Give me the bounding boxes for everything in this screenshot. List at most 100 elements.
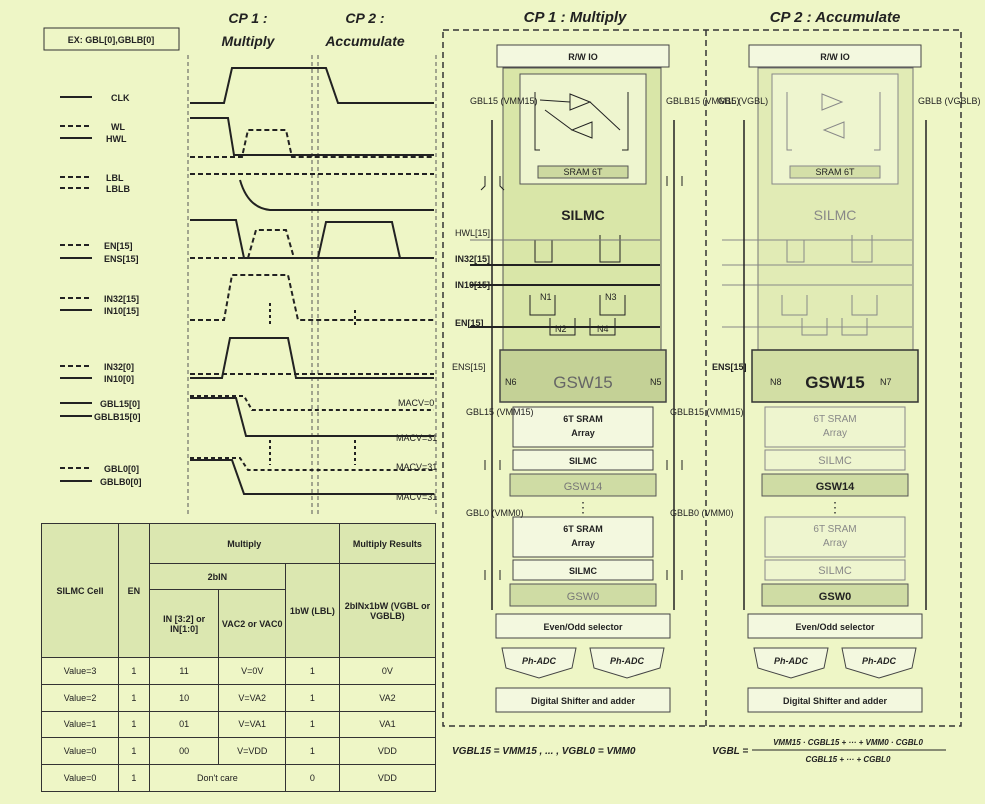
signal-gbl0: GBL0[0]: [104, 464, 139, 474]
row2-v: V=VA1: [218, 710, 286, 739]
cp2-sram-array-a1: 6T SRAM: [813, 414, 856, 425]
cp2-rwio: R/W IO: [820, 52, 850, 62]
cp1-n2: N2: [555, 324, 567, 334]
cp1-title: CP 1 : Multiply: [524, 9, 627, 26]
cp2-gsw14: GSW14: [816, 481, 855, 493]
row2-w: 1: [284, 710, 340, 739]
cp1-n5: N5: [650, 377, 662, 387]
row2-en: 1: [118, 710, 150, 739]
cp1-gbl0: GBL0 (VMM0): [466, 508, 524, 518]
cp2-title: CP 2 : Accumulate: [770, 9, 901, 26]
cp1-silmc: SILMC: [561, 207, 605, 223]
cp1-shifter: Digital Shifter and adder: [531, 696, 636, 706]
signal-lblb: LBLB: [106, 184, 130, 194]
waveforms: [190, 67, 434, 495]
cp1-en15: EN[15]: [455, 318, 484, 328]
cp1-sram-array-a2: Array: [571, 428, 595, 438]
cp2-silmc-0: SILMC: [818, 565, 852, 577]
row4-en: 1: [118, 764, 150, 792]
phase-dividers: [187, 55, 437, 515]
cp2-adc-right: Ph-ADC: [862, 656, 896, 666]
row3-out: VDD: [338, 737, 437, 766]
th-1bw: 1bW (LBL): [284, 563, 340, 658]
cp1-n6: N6: [505, 377, 517, 387]
signal-gbl15: GBL15[0]: [100, 399, 140, 409]
row1-out: VA2: [338, 683, 437, 712]
row2-in: 01: [148, 710, 220, 739]
cp1-sram-array-b2: Array: [571, 538, 595, 548]
cp1-n3: N3: [605, 292, 617, 302]
architecture-outline: [442, 29, 962, 727]
signal-gblb15: GBLB15[0]: [94, 412, 141, 422]
cp1-silmc-14: SILMC: [569, 456, 597, 466]
row1-en: 1: [118, 683, 150, 712]
cp1-gsw0: GSW0: [567, 591, 599, 603]
cp2-ens15: ENS[15]: [712, 362, 747, 372]
cp1-silmc-0: SILMC: [569, 566, 597, 576]
annotation-macv-31-b: MACV=31: [396, 462, 437, 472]
row4-out: VDD: [338, 764, 437, 792]
cp1-n1: N1: [540, 292, 552, 302]
cp1-gsw14: GSW14: [564, 481, 603, 493]
signal-legend-lines: [60, 96, 92, 482]
signal-in10-0: IN10[0]: [104, 374, 134, 384]
row0-in: 11: [148, 657, 220, 685]
row4-cell: Value=0: [40, 764, 120, 792]
signal-names: CLK WL HWL LBL LBLB EN[15] ENS[15] IN32[…: [94, 93, 142, 487]
cp1-adc-left: Ph-ADC: [522, 656, 556, 666]
cp1-gbl15: GBL15 (VMM15): [470, 96, 538, 106]
signal-in10-15: IN10[15]: [104, 306, 139, 316]
cp1-sram6t: SRAM 6T: [563, 167, 603, 177]
cp1-even-odd: Even/Odd selector: [543, 622, 623, 632]
row0-en: 1: [118, 657, 150, 685]
th-cell: SILMC Cell: [40, 523, 120, 658]
row1-in: 10: [148, 683, 220, 712]
row1-w: 1: [284, 683, 340, 712]
row3-in: 00: [148, 737, 220, 766]
row4-dont-care: Don't care: [148, 764, 286, 792]
cp1-gblb0: GBLB0 (VMM0): [670, 508, 734, 518]
row0-cell: Value=3: [40, 657, 120, 685]
cp1-gsw15: GSW15: [553, 373, 613, 392]
row0-v: V=0V: [218, 657, 286, 685]
cp2-adc-left: Ph-ADC: [774, 656, 808, 666]
signal-in32-15: IN32[15]: [104, 294, 139, 304]
signal-wl: WL: [111, 122, 125, 132]
formula-2-lhs: VGBL =: [712, 746, 748, 757]
cp2-gbl: GBL (VGBL): [718, 96, 768, 106]
cp2-sram-array-a2: Array: [823, 428, 847, 439]
cp1-hwl: HWL[15]: [455, 228, 490, 238]
cp2-n8: N8: [770, 377, 782, 387]
cp2-even-odd: Even/Odd selector: [795, 622, 875, 632]
cp2-sram6t: SRAM 6T: [815, 167, 855, 177]
cp1-gblb15: GBLB15 (VMM15): [666, 96, 740, 106]
cp2-label-line2: Accumulate: [324, 33, 405, 49]
signal-gblb0: GBLB0[0]: [100, 477, 142, 487]
svg-text:⋮: ⋮: [828, 499, 842, 515]
cp1-sram-array-b1: 6T SRAM: [563, 524, 603, 534]
formula-1: VGBL15 = VMM15 , ... , VGBL0 = VMM0: [452, 746, 636, 757]
cp1-gblb15-b: GBLB15 (VMM15): [670, 407, 744, 417]
signal-hwl: HWL: [106, 134, 127, 144]
cp2-silmc-14: SILMC: [818, 455, 852, 467]
silmc-table: SILMC Cell EN Multiply Multiply Results …: [40, 523, 437, 792]
cp1-in32: IN32[15]: [455, 254, 490, 264]
cp2-gsw0: GSW0: [819, 591, 851, 603]
row0-w: 1: [284, 657, 340, 685]
th-results: Multiply Results: [338, 523, 437, 564]
cp1-label-line1: CP 1 :: [228, 10, 267, 26]
th-out: 2bINx1bW (VGBL or VGBLB): [338, 563, 437, 658]
th-en: EN: [118, 523, 150, 658]
row3-en: 1: [118, 737, 150, 766]
cp1-adc-right: Ph-ADC: [610, 656, 644, 666]
cp1-ens15: ENS[15]: [452, 362, 486, 372]
annotation-macv-31-c: MACV=31: [396, 492, 437, 502]
signal-lbl: LBL: [106, 173, 124, 183]
annotation-macv-31-a: MACV=31: [396, 433, 437, 443]
th-in: IN [3:2] or IN[1:0]: [148, 589, 220, 658]
th-v: VAC2 or VAC0: [218, 589, 286, 658]
formula-2-numerator: VMM15 · CGBL15 + ··· + VMM0 · CGBL0: [773, 738, 923, 747]
cp2-sram-array-b2: Array: [823, 538, 847, 549]
